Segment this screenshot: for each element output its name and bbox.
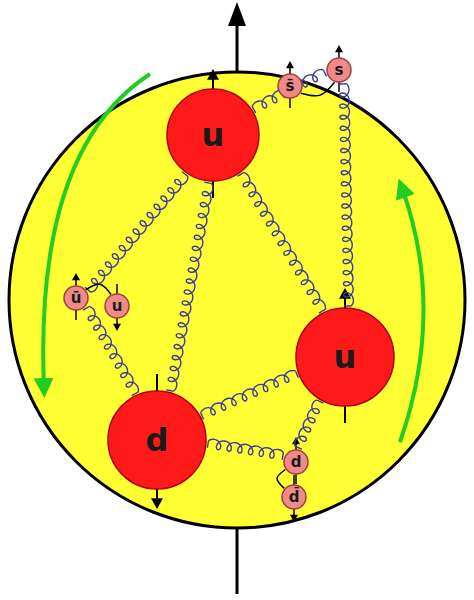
- pair-loop: [86, 284, 111, 294]
- quark-circle: [282, 485, 306, 509]
- gluon-spring: [238, 173, 326, 314]
- quark-circle: [167, 89, 259, 181]
- spin-arrowhead: [113, 324, 121, 331]
- gluon-spring: [166, 182, 213, 391]
- quark-circle: [284, 450, 308, 474]
- spin-arrowhead: [72, 273, 80, 280]
- sea-quark: s: [326, 57, 352, 83]
- quark-label: s̄: [286, 79, 295, 94]
- gluon-spring: [83, 307, 138, 396]
- gluon-spring: [252, 70, 326, 113]
- quark-circle: [64, 286, 88, 310]
- pair-loop: [277, 469, 285, 488]
- spin-arrowhead: [290, 515, 298, 522]
- quark-label: ū: [71, 291, 82, 306]
- quark-circle: [296, 308, 394, 406]
- gluon-spring: [339, 84, 353, 306]
- gluon-spring: [85, 172, 188, 292]
- orbital-arrow: [400, 188, 424, 442]
- valence-quark: u: [295, 307, 395, 407]
- gluon-spring: [201, 370, 299, 419]
- orbital-arrow: [43, 74, 150, 388]
- spin-arrowhead: [286, 61, 294, 68]
- quark-label: u: [202, 119, 225, 151]
- sea-quark: u: [104, 293, 130, 319]
- sea-quark: d̄: [281, 484, 307, 510]
- quark-label: d: [291, 455, 302, 470]
- quark-label: u: [112, 299, 123, 314]
- spin-axis-head: [228, 2, 246, 26]
- valence-quark: d: [107, 390, 207, 490]
- gluon-spring: [295, 400, 324, 449]
- valence-quark: u: [166, 88, 260, 182]
- spin-arrowhead: [207, 69, 219, 80]
- quark-label: d: [146, 424, 169, 456]
- spin-arrowhead: [151, 498, 163, 509]
- quark-circle: [327, 58, 351, 82]
- spin-arrowhead: [335, 45, 343, 52]
- pair-loop: [301, 82, 335, 95]
- proton-body: [9, 72, 465, 528]
- spin-arrows: [72, 45, 351, 522]
- quark-circle: [105, 294, 129, 318]
- quark-circle: [278, 74, 302, 98]
- sea-quark: s̄: [277, 73, 303, 99]
- quark-label: s: [335, 63, 344, 78]
- quark-label: d̄: [289, 490, 300, 505]
- quark-circle: [108, 391, 206, 489]
- quark-label: u: [334, 341, 357, 373]
- gluon-spring: [207, 439, 283, 460]
- sea-quark: ū: [63, 285, 89, 311]
- sea-quark: d: [283, 449, 309, 475]
- connectors: [83, 70, 353, 489]
